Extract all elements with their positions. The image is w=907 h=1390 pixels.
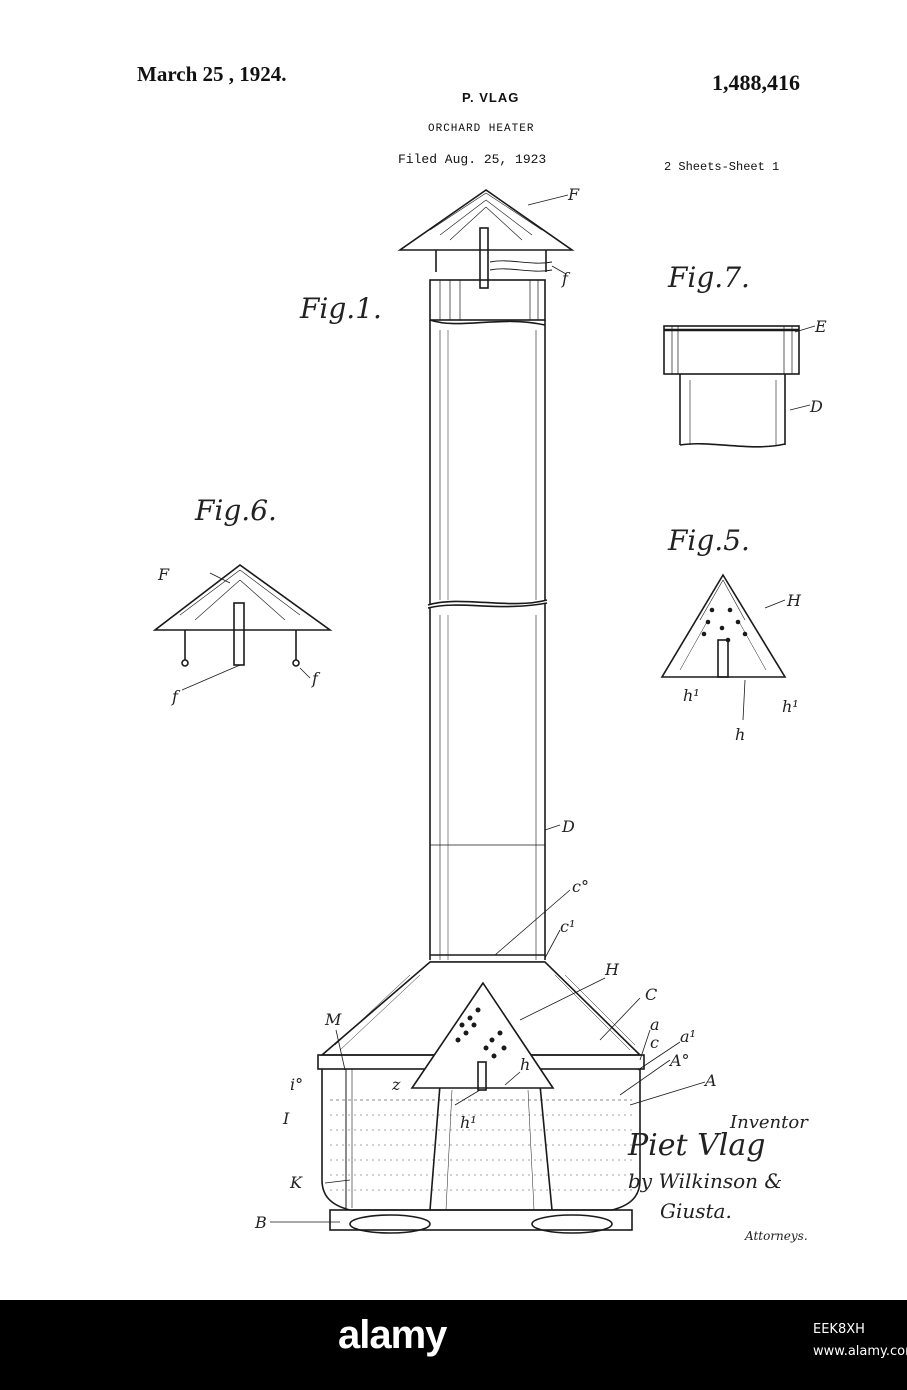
fig1-cap	[400, 190, 572, 288]
label-c: c	[650, 1033, 659, 1052]
label-c0: c°	[572, 877, 589, 896]
fig6-title: Fig.6.	[194, 494, 277, 527]
attorney-firm: by Wilkinson &	[628, 1169, 782, 1193]
watermark-image-id: EEK8XH	[813, 1322, 865, 1337]
label-h-fig5: h	[735, 725, 745, 744]
label-f-fig6-a: f	[171, 687, 181, 706]
fig1-title: Fig.1.	[299, 292, 382, 325]
label-E: E	[814, 317, 827, 336]
fig7-pipe-end	[664, 326, 799, 447]
label-a: a	[650, 1015, 660, 1034]
watermark-logo: alamy	[338, 1313, 446, 1358]
label-h1-fig5-b: h¹	[782, 697, 799, 716]
label-A: A	[703, 1071, 717, 1090]
label-h1-fig5-a: h¹	[683, 686, 700, 705]
inventor-signature: Piet Vlag	[627, 1128, 765, 1163]
label-F-top: F	[567, 185, 580, 204]
label-M: M	[324, 1010, 342, 1029]
patent-drawing: Fig.1. Fig.7. Fig.6. Fig.5. F f E D F f …	[0, 0, 907, 1300]
label-D-fig7: D	[809, 397, 823, 416]
fig1-upper-pipe	[428, 280, 547, 605]
label-z: z	[391, 1075, 401, 1094]
watermark-bar	[0, 1300, 907, 1390]
label-f-fig6-b: f	[311, 669, 321, 688]
attorneys-label: Attorneys.	[744, 1229, 808, 1243]
label-B: B	[254, 1213, 267, 1232]
watermark-url: www.alamy.com	[813, 1344, 907, 1359]
fig5-title: Fig.5.	[667, 524, 750, 557]
label-F-fig6: F	[157, 565, 170, 584]
label-H-fig1: H	[604, 960, 620, 979]
label-i0: i°	[290, 1075, 303, 1094]
patent-sheet: March 25 , 1924. 1,488,416 P. VLAG ORCHA…	[0, 0, 907, 1300]
fig1-tank	[322, 1069, 640, 1233]
label-C: C	[645, 985, 657, 1004]
label-H-fig5: H	[786, 591, 802, 610]
fig5-inner-cone	[662, 575, 785, 677]
label-h1-fig1: h¹	[460, 1113, 477, 1132]
fig7-title: Fig.7.	[667, 261, 750, 294]
attorney-firm-2: Giusta.	[660, 1199, 732, 1223]
label-h-fig1: h	[520, 1055, 530, 1074]
label-a1: a¹	[680, 1027, 696, 1046]
label-D-fig1: D	[561, 817, 575, 836]
label-I: I	[282, 1109, 290, 1128]
label-A0: A°	[668, 1051, 690, 1070]
fig6-cap	[155, 565, 330, 666]
label-c1: c¹	[560, 917, 575, 936]
label-f-top: f	[561, 269, 571, 288]
fig1-lower-pipe	[428, 603, 547, 962]
label-K: K	[289, 1173, 303, 1192]
